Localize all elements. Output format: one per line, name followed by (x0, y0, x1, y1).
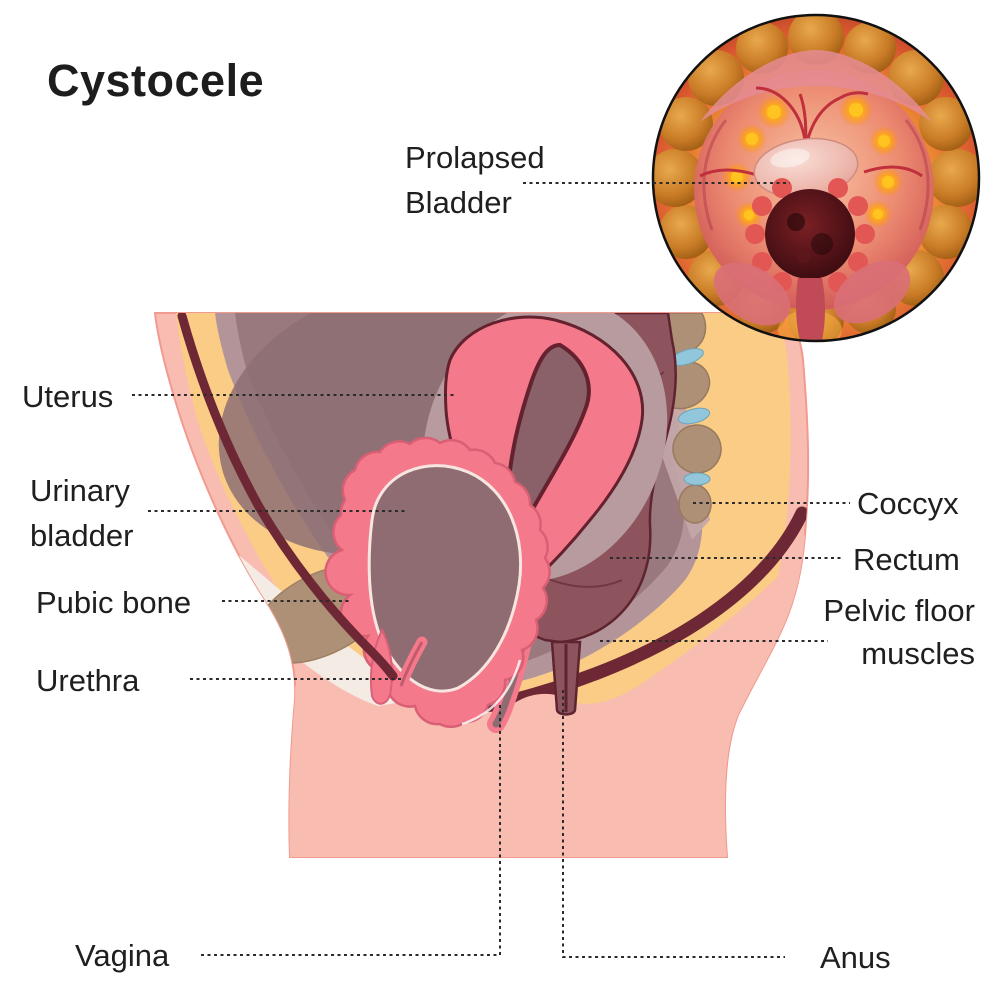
label-urethra: Urethra (36, 663, 140, 698)
disc (683, 472, 711, 486)
label-anus: Anus (820, 940, 891, 975)
label-vagina: Vagina (75, 938, 170, 973)
label-pelvic-floor-line2: muscles (861, 636, 975, 671)
leader-lines (132, 182, 850, 958)
inset-dark-mass (765, 189, 855, 279)
perineum-skin (285, 520, 809, 857)
prolapsed-bladder-inset (651, 13, 981, 343)
abdominal-muscle-line (177, 313, 398, 681)
label-urinary-bladder-line2: bladder (30, 518, 133, 553)
pelvic-floor-muscle (455, 506, 809, 719)
label-rectum: Rectum (853, 542, 960, 577)
label-prolapsed-bladder-line2: Bladder (405, 185, 512, 220)
page-title: Cystocele (47, 55, 264, 106)
pelvis-cross-section (153, 312, 810, 858)
leader-anus (562, 690, 785, 958)
label-urinary-bladder-line1: Urinary (30, 473, 130, 508)
label-pubic-bone: Pubic bone (36, 585, 191, 620)
leader-vagina (200, 705, 501, 956)
label-prolapsed-bladder-line1: Prolapsed (405, 140, 545, 175)
label-coccyx: Coccyx (857, 486, 959, 521)
bladder-interior (367, 464, 523, 693)
label-pelvic-floor-line1: Pelvic floor (823, 593, 975, 628)
disc (677, 407, 711, 425)
label-uterus: Uterus (22, 379, 113, 414)
inset-urethra-stem (795, 278, 825, 341)
